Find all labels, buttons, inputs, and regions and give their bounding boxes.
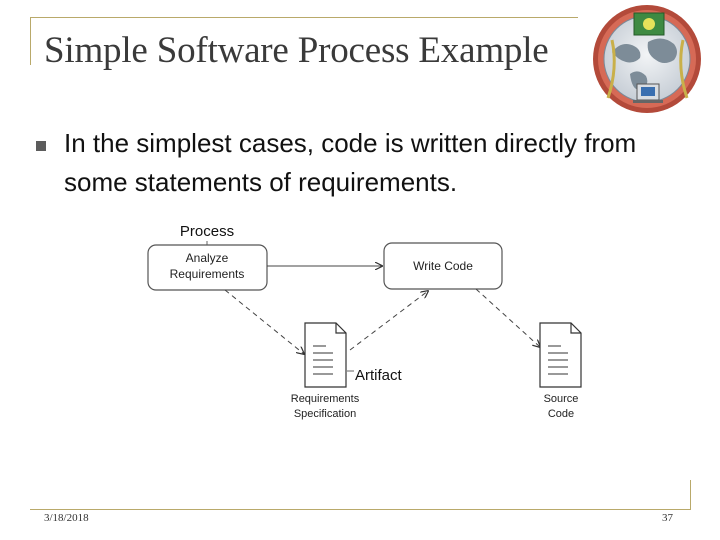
source-code-line1: Source bbox=[544, 393, 579, 405]
frame-line-bottom bbox=[30, 509, 690, 510]
university-logo bbox=[593, 5, 701, 113]
analyze-requirements-line2: Requirements bbox=[170, 267, 245, 281]
requirements-document-icon bbox=[304, 322, 347, 388]
analyze-requirements-activity bbox=[147, 244, 268, 291]
frame-line-right bbox=[690, 480, 691, 510]
write-code-label: Write Code bbox=[413, 259, 473, 273]
frame-line-top bbox=[30, 17, 578, 18]
footer-page-number: 37 bbox=[662, 512, 673, 524]
bullet-text: In the simplest cases, code is written d… bbox=[64, 128, 637, 197]
dashed-arrow-analyze-to-spec bbox=[224, 289, 304, 354]
frame-line-left bbox=[30, 17, 31, 65]
requirements-spec-line1: Requirements bbox=[291, 393, 360, 405]
footer-date: 3/18/2018 bbox=[44, 512, 89, 524]
dashed-arrow-spec-to-write bbox=[349, 291, 428, 351]
analyze-requirements-line1: Analyze bbox=[186, 251, 229, 265]
process-diagram: Process Analyze Requirements Write Code … bbox=[147, 223, 582, 420]
process-label: Process bbox=[180, 223, 234, 240]
slide-title: Simple Software Process Example bbox=[44, 30, 549, 71]
bullet-marker bbox=[36, 141, 46, 151]
source-code-document-icon bbox=[539, 322, 582, 388]
source-code-line2: Code bbox=[548, 408, 574, 420]
write-code-activity bbox=[383, 242, 503, 290]
requirements-spec-line2: Specification bbox=[294, 408, 356, 420]
dashed-arrow-write-to-source bbox=[475, 288, 540, 347]
artifact-label: Artifact bbox=[355, 367, 403, 384]
